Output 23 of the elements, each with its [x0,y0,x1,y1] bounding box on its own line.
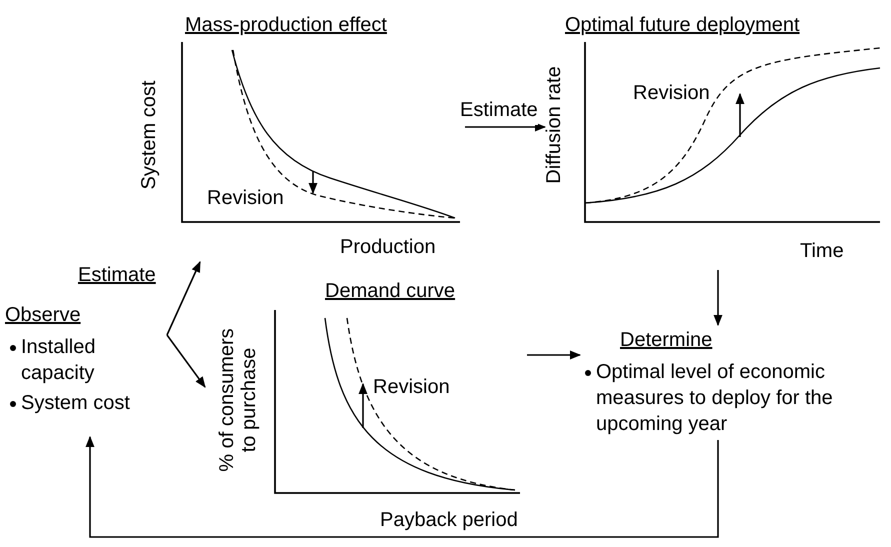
heading: Observe [5,304,81,326]
arrow [527,350,582,360]
chart-title: Optimal future deployment [565,13,800,38]
axis-label: Time [800,239,844,264]
arrow [465,122,546,132]
heading: Determine [620,329,712,351]
chart-title: Demand curve [325,279,456,304]
arrow [166,334,206,388]
axis-label: Diffusion rate [543,65,565,186]
axis-label: System cost [138,80,160,192]
bullet-text: Optimal level of economic measures to deploy for the upcoming year [596,360,834,437]
arrow [86,436,719,538]
annotation-text: Revision [373,375,450,400]
axis-label: Production [340,235,436,260]
axis-label: % of consumers to purchase [216,327,260,474]
annotation-text: Revision [207,186,284,211]
arrow [166,260,201,336]
arrow [714,270,722,326]
bullet-text: System cost [21,391,130,416]
annotation-text: Revision [633,81,710,106]
axis-label: Payback period [380,508,518,533]
bullet-text: Installed capacity [21,335,96,386]
chart-title: Mass-production effect [185,13,387,38]
